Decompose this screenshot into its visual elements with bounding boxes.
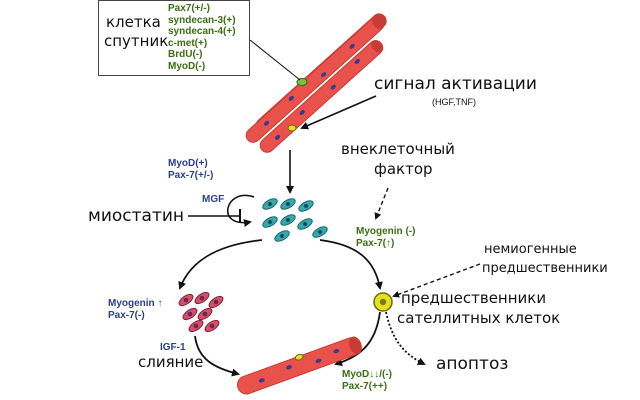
extracellular-factor-label-line1: внеклеточный (341, 140, 455, 158)
self-renewing-markers: Myogenin (-) Pax-7(↑) (356, 226, 415, 249)
fusion-label: слияние (138, 353, 204, 371)
extracellular-factor-label-line2: фактор (374, 160, 433, 178)
satellite-cell-label-line1: клетка (106, 13, 161, 31)
marker-line: MyoD(-) (168, 60, 206, 72)
marker-line: Myogenin ↑ (108, 298, 163, 309)
muscle-fiber-bottom (236, 336, 362, 395)
marker-line: Pax-7(↑) (356, 237, 395, 249)
activation-signal-label: сигнал активации (374, 74, 537, 94)
marker-line: syndecan-4(+) (168, 26, 236, 37)
differentiation-arc (178, 239, 263, 290)
marker-line: BrdU(-) (168, 49, 203, 60)
satellite-precursor-cell (373, 292, 393, 312)
activation-factors-label: (HGF,TNF) (432, 97, 476, 107)
precursor-label-line1: предшественники (401, 289, 547, 307)
myostatin-label: миостатин (88, 206, 185, 226)
differentiating-cells (178, 291, 224, 333)
precursor-label-line2: сателлитных клеток (397, 309, 561, 327)
mgf-label: MGF (202, 194, 225, 205)
box-leader-line (249, 39, 301, 81)
marker-line: Pax-7(++) (342, 380, 388, 392)
marker-line: Pax7(+/-) (168, 3, 210, 14)
fusion-arrow (194, 335, 240, 377)
marker-line: c-met(+) (168, 37, 208, 49)
differentiating-markers: Myogenin ↑ Pax-7(-) (108, 298, 162, 321)
satellite-cell-marker-box (98, 0, 250, 76)
apoptosis-arrow (385, 311, 426, 365)
non-myogenic-label-line1: немиогенные (484, 242, 577, 257)
marker-line: syndecan-3(+) (168, 14, 236, 26)
marker-line: Myogenin (-) (356, 226, 416, 237)
marker-line: MyoD(+) (168, 158, 208, 169)
muscle-fiber-bundle-top (245, 13, 387, 153)
satellite-cell-top (296, 78, 308, 86)
return-to-fiber-arrow (334, 311, 381, 367)
proliferating-markers: MyoD(+) Pax-7(+/-) (168, 158, 213, 181)
activation-arrow (300, 95, 377, 130)
return-markers: MyoD↓↓/(-) Pax-7(++) (342, 369, 392, 392)
activated-satellite-cell (287, 124, 297, 132)
apoptosis-label: апоптоз (436, 354, 509, 374)
self-renewal-arc (319, 239, 383, 290)
non-myogenic-label-line2: предшественники (482, 261, 608, 276)
non-myogenic-arrow (392, 263, 481, 298)
marker-line: Pax-7(+/-) (168, 169, 214, 181)
proliferating-cells (262, 198, 328, 242)
extracellular-factor-arrow (374, 187, 389, 220)
satellite-cell-markers: Pax7(+/-) syndecan-3(+) syndecan-4(+) c-… (168, 3, 236, 72)
igf1-label: IGF-1 (160, 342, 186, 353)
satellite-cell-label-line2: спутник (104, 32, 169, 50)
marker-line: MyoD↓↓/(-) (342, 369, 392, 380)
marker-line: Pax-7(-) (108, 309, 145, 321)
